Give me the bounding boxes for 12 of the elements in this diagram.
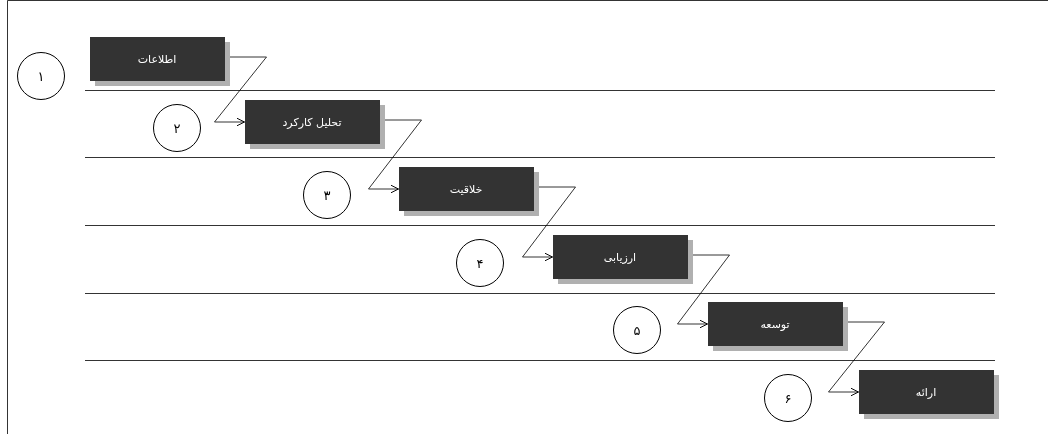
process-box: ارزیابی — [552, 235, 693, 284]
process-box: تحلیل کارکرد — [244, 100, 385, 149]
step-number-circle: ۳ — [303, 171, 351, 219]
step-number-circle: ۵ — [613, 306, 661, 354]
step-number-circle: ۲ — [153, 104, 201, 152]
process-box: خلاقیت — [398, 167, 539, 216]
step-number-circle: ۴ — [456, 239, 504, 287]
process-box: توسعه — [707, 302, 848, 351]
step-number-circle: ۱ — [17, 52, 65, 100]
process-box: اطلاعات — [89, 37, 230, 86]
step-number-circle: ۶ — [764, 374, 812, 422]
process-box: ارائه — [858, 370, 999, 419]
